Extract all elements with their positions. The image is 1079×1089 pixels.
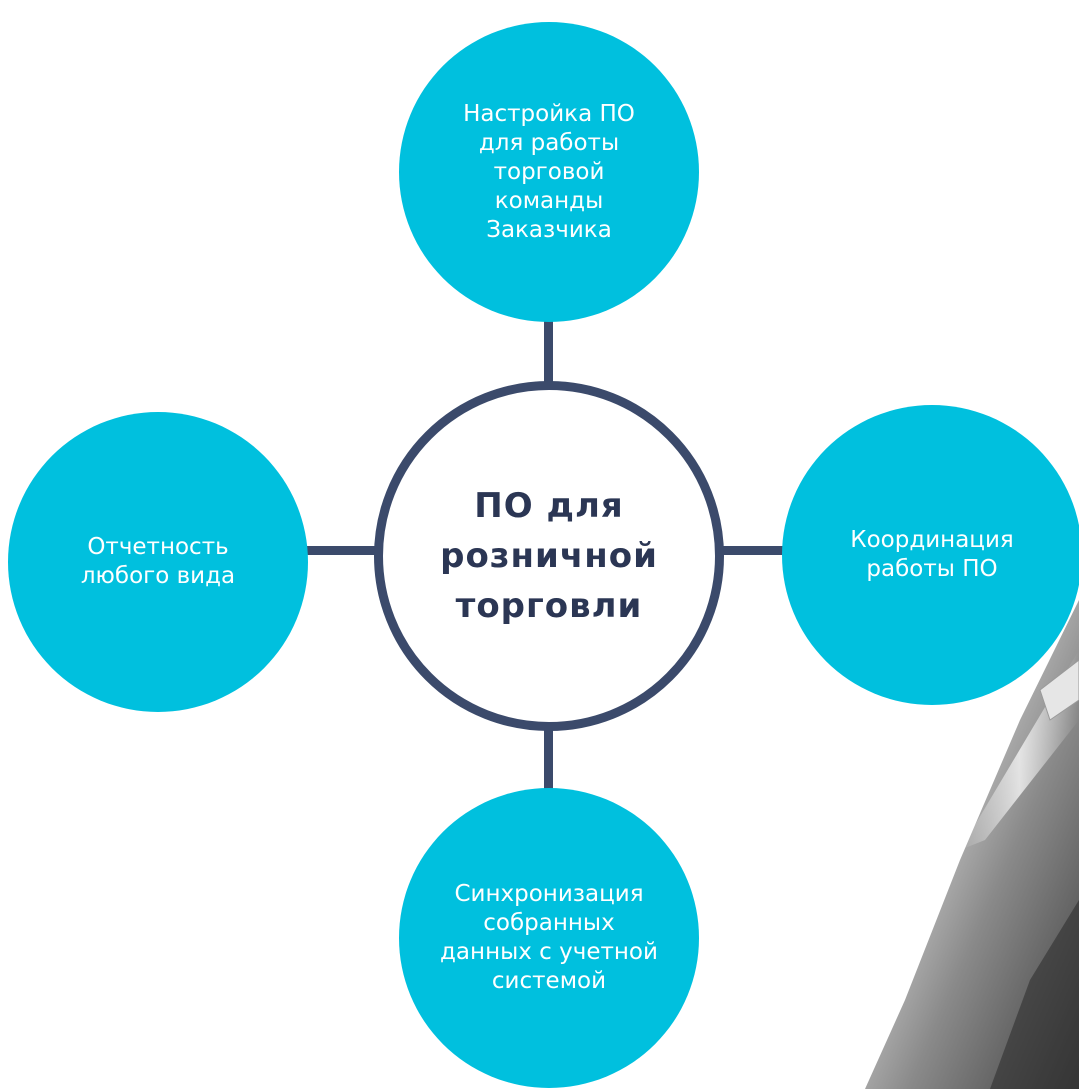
center-label: ПО для розничной торговли (440, 486, 658, 626)
connector-right (710, 546, 810, 555)
node-bottom-label: Синхронизация собранных данных с учетной… (440, 881, 658, 994)
connector-bottom (544, 710, 553, 805)
node-left: Отчетность любого вида (8, 412, 308, 712)
node-top: Настройка ПО для работы торговой команды… (399, 22, 699, 322)
node-right-label: Координация работы ПО (850, 527, 1014, 582)
connector-left (300, 546, 390, 555)
node-top-label: Настройка ПО для работы торговой команды… (463, 100, 635, 243)
center-node: ПО для розничной торговли (374, 381, 724, 731)
connector-top (544, 300, 553, 390)
node-bottom: Синхронизация собранных данных с учетной… (399, 788, 699, 1088)
node-right: Координация работы ПО (782, 405, 1079, 705)
node-left-label: Отчетность любого вида (80, 534, 236, 589)
